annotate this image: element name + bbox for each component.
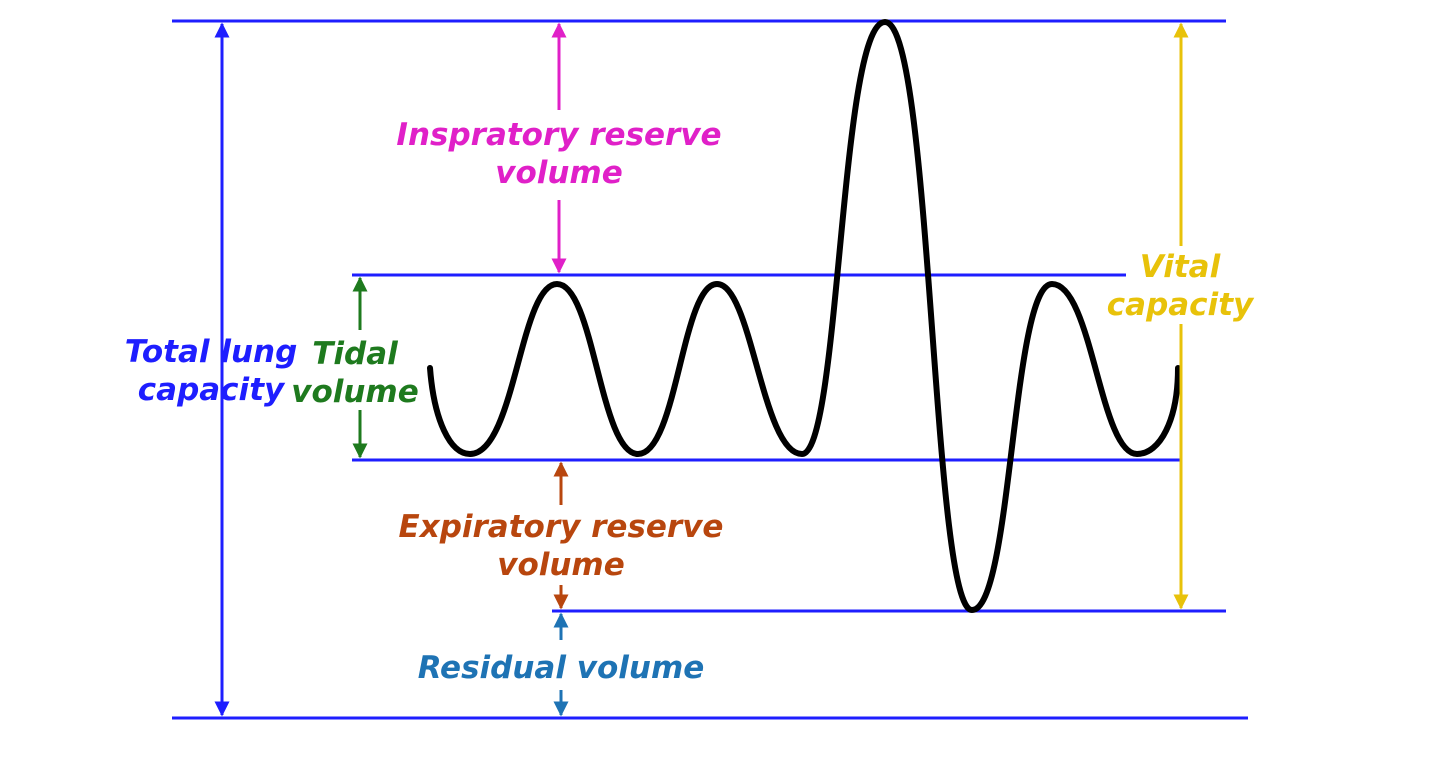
inspiratory-reserve-label-2: volume [495, 155, 623, 191]
vital-capacity-label-2: capacity [1107, 287, 1255, 323]
tidal-volume-label-2: volume [291, 374, 419, 410]
vital-capacity-label-1: Vital [1140, 249, 1221, 285]
residual-volume-label: Residual volume [418, 650, 705, 686]
spirometry-trace [427, 19, 1181, 613]
total-lung-capacity-label-2: capacity [138, 372, 286, 408]
expiratory-reserve-label-2: volume [497, 547, 625, 583]
expiratory-reserve-label-1: Expiratory reserve [399, 509, 724, 545]
tidal-volume-label-1: Tidal [312, 336, 398, 372]
inspiratory-reserve-label-1: Inspratory reserve [396, 117, 721, 153]
vital-capacity-label-backdrop [1126, 246, 1238, 324]
total-lung-capacity-label-1: Total lung [125, 334, 298, 370]
